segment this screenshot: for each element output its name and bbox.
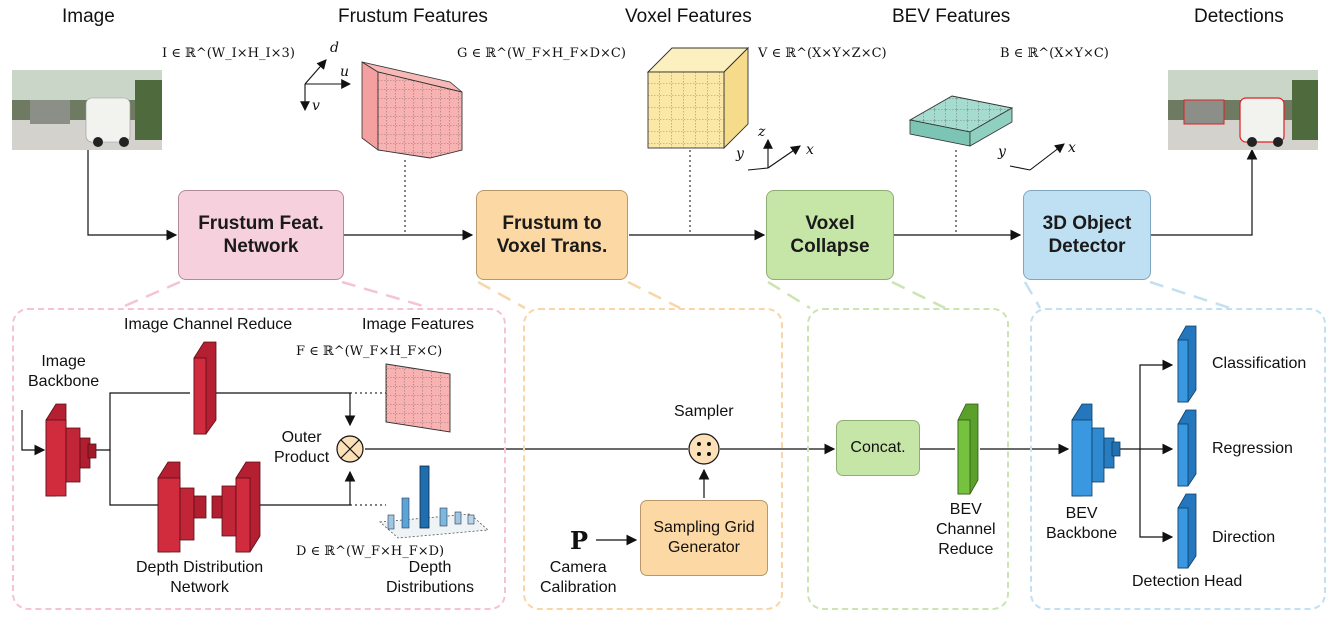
axis-u: u	[340, 64, 350, 80]
uvd-axes	[300, 59, 352, 112]
channel-reduce-label: Image Channel Reduce	[124, 316, 293, 333]
axis-y-voxel: y	[736, 146, 744, 162]
sampling-grid-generator-block[interactable]: Sampling Grid Generator	[640, 500, 768, 576]
dotted-connectors	[350, 150, 957, 506]
xyz-axes-voxel	[747, 138, 801, 171]
axis-v: v	[312, 98, 320, 114]
outer-product-op	[336, 435, 364, 463]
image-features-label: Image Features	[362, 316, 475, 333]
classification-label: Classification	[1212, 355, 1307, 372]
xy-axes-bev	[1009, 143, 1065, 171]
outer-product-label: Outer Product	[274, 429, 330, 466]
voxel-cube	[646, 46, 750, 150]
depth-distribution-bars	[379, 465, 489, 539]
section-title-voxel: Voxel Features	[625, 6, 752, 27]
voxel-collapse-block[interactable]: Voxel Collapse	[766, 190, 894, 280]
bev-channel-reduce-label: BEV Channel Reduce	[936, 501, 996, 558]
bev-channel-reduce-block	[957, 403, 979, 495]
depth-network-label: Depth Distribution Network	[136, 559, 264, 596]
concat-block[interactable]: Concat.	[836, 420, 920, 476]
section-title-bev: BEV Features	[892, 6, 1011, 27]
image-backbone-label: Image Backbone	[28, 353, 100, 390]
image-backbone-blocks	[45, 403, 97, 497]
bev-slab	[908, 95, 1014, 147]
math-image-features: F ∈ ℝ^(W_F×H_F×C)	[296, 344, 443, 359]
section-title-image: Image	[62, 6, 115, 27]
math-bev: B ∈ ℝ^(X×Y×C)	[1000, 46, 1109, 61]
depth-distributions-label: Depth Distributions	[386, 559, 475, 596]
detection-head-blocks	[1177, 325, 1197, 569]
sampler-op	[688, 433, 720, 465]
section-title-frustum: Frustum Features	[338, 6, 488, 27]
math-image: I ∈ ℝ^(W_I×H_I×3)	[162, 46, 295, 61]
image-features-plane	[385, 363, 451, 433]
detection-head-label: Detection Head	[1132, 573, 1243, 590]
axis-z: z	[758, 124, 766, 140]
depth-network-blocks	[157, 461, 261, 553]
frustum-to-voxel-section	[523, 308, 783, 610]
axis-x-bev: x	[1068, 140, 1076, 156]
math-frustum: G ∈ ℝ^(W_F×H_F×D×C)	[457, 46, 626, 61]
frustum-shape	[361, 61, 463, 159]
axis-d: d	[330, 40, 339, 56]
object-detector-block[interactable]: 3D Object Detector	[1023, 190, 1151, 280]
section-connectors	[119, 280, 1231, 310]
input-image	[12, 70, 162, 150]
detector-section	[1030, 308, 1326, 610]
sampler-label: Sampler	[674, 403, 734, 420]
regression-label: Regression	[1212, 440, 1293, 457]
frustum-feature-network-block[interactable]: Frustum Feat. Network	[178, 190, 344, 280]
bev-backbone-blocks	[1071, 403, 1121, 497]
math-camera: P	[570, 526, 589, 555]
voxel-collapse-section	[807, 308, 1009, 610]
frustum-to-voxel-block[interactable]: Frustum to Voxel Trans.	[476, 190, 628, 280]
math-voxel: V ∈ ℝ^(X×Y×Z×C)	[758, 46, 887, 61]
frustum-network-section	[12, 308, 506, 610]
axis-x-voxel: x	[806, 142, 814, 158]
sub-flow-lines	[21, 359, 1174, 546]
section-title-detections: Detections	[1194, 6, 1284, 27]
camera-calibration-label: Camera Calibration	[540, 559, 617, 596]
detections-image	[1168, 70, 1318, 150]
math-depth: D ∈ ℝ^(W_F×H_F×D)	[296, 544, 445, 559]
top-flow-lines	[87, 148, 1258, 241]
channel-reduce-block	[193, 341, 217, 435]
bev-backbone-label: BEV Backbone	[1046, 505, 1118, 542]
direction-label: Direction	[1212, 529, 1276, 546]
axis-y-bev: y	[998, 144, 1006, 160]
